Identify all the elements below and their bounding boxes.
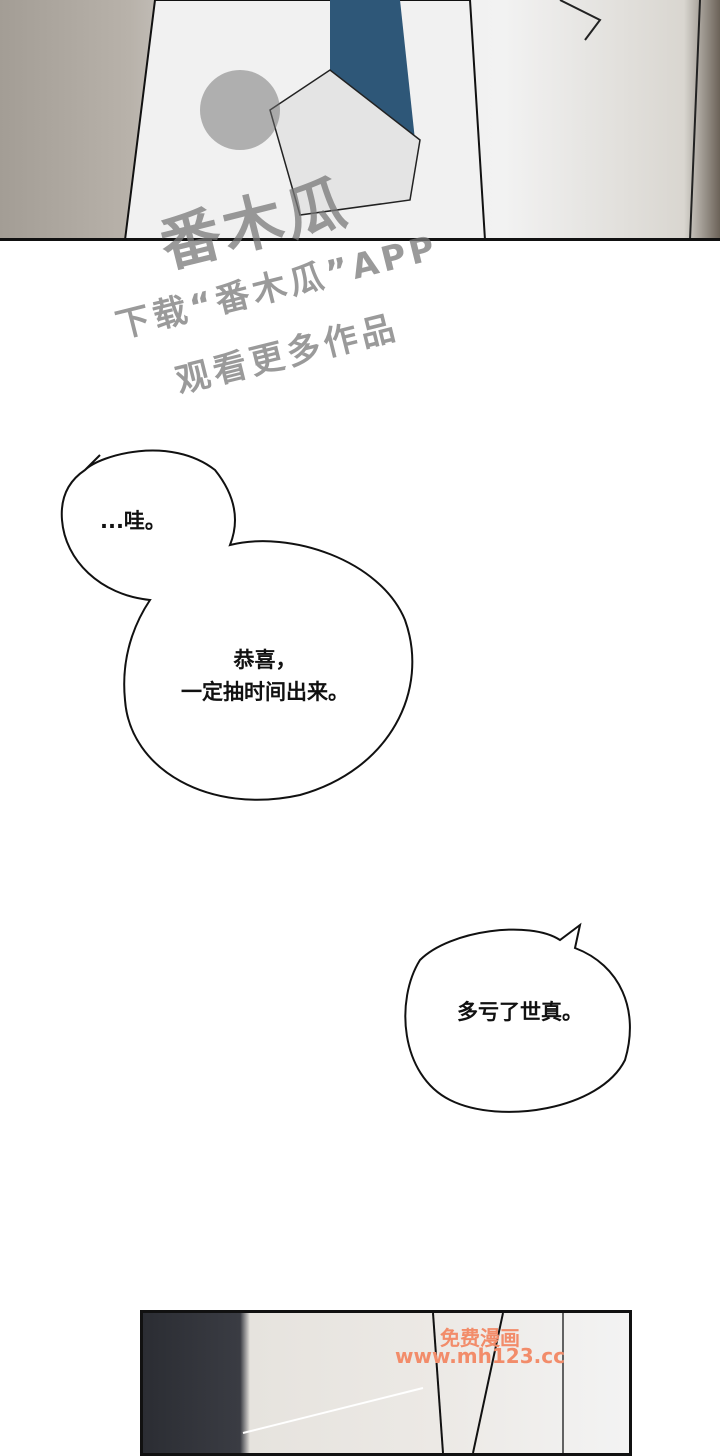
bubble-text-congrats: 恭喜， 一定抽时间出来。 bbox=[140, 644, 390, 708]
bubble-line: 恭喜， bbox=[233, 648, 297, 672]
bubble-line: 一定抽时间出来。 bbox=[181, 680, 349, 704]
speech-bubble-2-outline bbox=[404, 922, 631, 1113]
bubble-text-thanks: 多亏了世真。 bbox=[457, 1000, 583, 1024]
site-watermark-title: 免费漫画 bbox=[440, 1326, 520, 1350]
panel-bottom-art bbox=[242, 1313, 564, 1453]
site-watermark-url: www.mh123.cc bbox=[395, 1344, 565, 1368]
bubble-text-wa: ...哇。 bbox=[100, 509, 166, 533]
speech-bubble-1-outline bbox=[60, 449, 414, 801]
panel-top-art bbox=[124, 0, 701, 238]
comic-panel-top bbox=[0, 0, 720, 241]
speech-bubbles bbox=[60, 449, 631, 1113]
